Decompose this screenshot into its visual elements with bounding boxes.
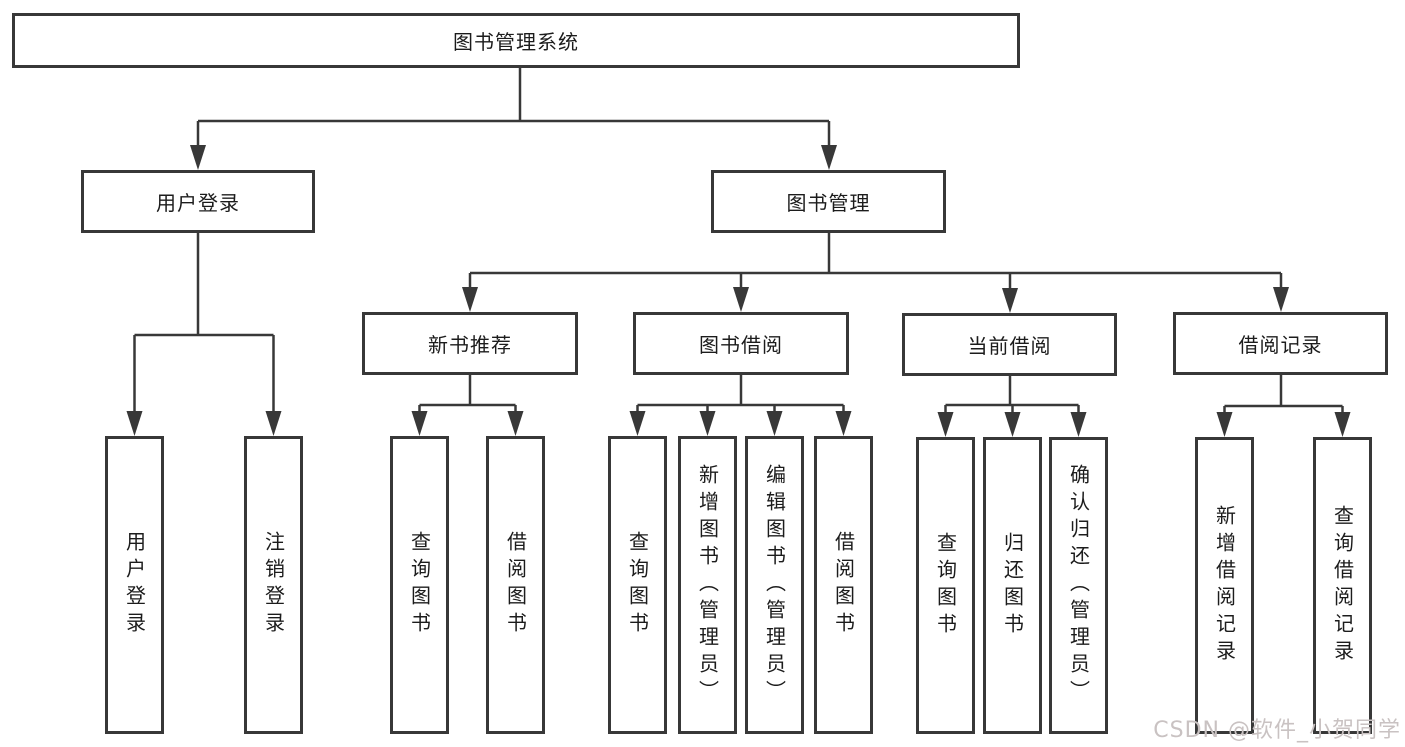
csdn-watermark: CSDN @软件_小贺同学 xyxy=(1153,718,1401,743)
node-current-borrowing: 当前借阅 xyxy=(902,313,1117,376)
node-label: 查询图书 xyxy=(407,531,432,639)
leaf-query-books-1: 查询图书 xyxy=(390,436,449,734)
node-label: 归还图书 xyxy=(1000,531,1025,640)
node-label: 编辑图书（管理员） xyxy=(762,463,787,707)
node-label: 查询图书 xyxy=(625,531,650,639)
leaf-borrow-books-1: 借阅图书 xyxy=(486,436,545,734)
node-new-book-recommend: 新书推荐 xyxy=(362,312,578,375)
node-label: 确认归还（管理员） xyxy=(1066,464,1091,707)
leaf-add-borrow-record: 新增借阅记录 xyxy=(1195,437,1254,734)
node-user-login: 用户登录 xyxy=(81,170,315,233)
node-label: 新书推荐 xyxy=(428,333,512,357)
leaf-confirm-return-admin: 确认归还（管理员） xyxy=(1049,437,1108,734)
node-label: 借阅图书 xyxy=(831,531,856,639)
node-label: 图书借阅 xyxy=(699,333,783,357)
leaf-user-login: 用户登录 xyxy=(105,436,164,734)
node-label: 图书管理系统 xyxy=(453,30,579,54)
leaf-add-books-admin: 新增图书（管理员） xyxy=(678,436,737,734)
node-label: 注销登录 xyxy=(261,531,286,639)
leaf-query-books-3: 查询图书 xyxy=(916,437,975,734)
node-book-management: 图书管理 xyxy=(711,170,946,233)
node-label: 查询借阅记录 xyxy=(1330,504,1355,667)
node-borrowing-records: 借阅记录 xyxy=(1173,312,1388,375)
node-label: 借阅图书 xyxy=(503,531,528,639)
node-label: 用户登录 xyxy=(156,191,240,215)
node-label: 图书管理 xyxy=(786,191,871,215)
node-label: 当前借阅 xyxy=(967,334,1052,358)
node-label: 借阅记录 xyxy=(1238,333,1323,357)
node-library-management-system: 图书管理系统 xyxy=(12,13,1020,68)
node-label: 查询图书 xyxy=(933,531,958,640)
leaf-return-books: 归还图书 xyxy=(983,437,1042,734)
leaf-query-books-2: 查询图书 xyxy=(608,436,667,734)
leaf-borrow-books-2: 借阅图书 xyxy=(814,436,873,734)
leaf-edit-books-admin: 编辑图书（管理员） xyxy=(745,436,804,734)
leaf-logout: 注销登录 xyxy=(244,436,303,734)
leaf-query-borrow-record: 查询借阅记录 xyxy=(1313,437,1372,734)
node-label: 新增借阅记录 xyxy=(1212,504,1237,667)
node-label: 用户登录 xyxy=(122,531,147,639)
arrowhead-icons xyxy=(126,145,1351,437)
node-book-borrowing: 图书借阅 xyxy=(633,312,849,375)
node-label: 新增图书（管理员） xyxy=(695,463,720,707)
